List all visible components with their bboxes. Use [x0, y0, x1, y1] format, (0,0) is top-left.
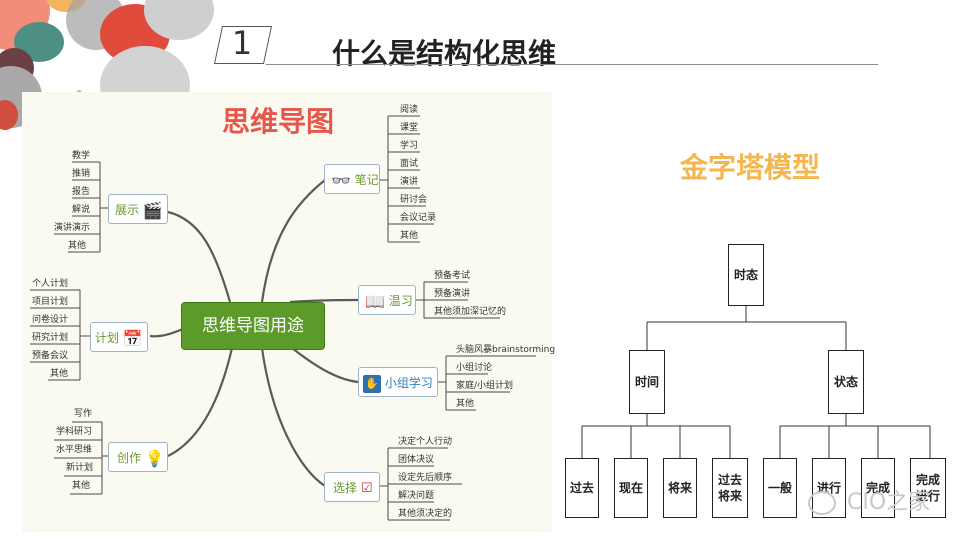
branch-label: 笔记	[354, 173, 379, 187]
leaf-item: 学习	[400, 141, 419, 151]
leaf-item: 课堂	[400, 123, 419, 133]
leaf-item: 团体决议	[398, 455, 435, 465]
leaf-item: 演讲演示	[54, 223, 91, 233]
branch-label: 计划	[95, 331, 120, 345]
leaf-item: 其他	[456, 399, 475, 409]
leaf-item: 演讲	[400, 177, 419, 187]
leaf-item: 家庭/小组计划	[456, 381, 514, 391]
book-icon: 📖	[365, 291, 385, 311]
pyramid-node-time: 时间	[629, 350, 665, 414]
leaf-item: 其他	[50, 369, 69, 379]
watermark-text: CIO之家	[847, 490, 931, 515]
leaf-item: 小组讨论	[456, 363, 493, 373]
leaf-item: 解决问题	[398, 491, 435, 501]
mindmap-title: 思维导图	[222, 105, 335, 138]
leaf-item: 设定先后顺序	[398, 473, 453, 483]
decor-circle	[0, 100, 18, 130]
watermark: CIO之家	[808, 484, 930, 516]
branch-label: 小组学习	[384, 376, 433, 390]
mindmap-center-node: 思维导图用途	[181, 302, 325, 350]
branch-label: 温习	[388, 294, 413, 308]
leaf-item: 其他	[400, 231, 419, 241]
leaf-item: 决定个人行动	[398, 437, 453, 447]
branch-node-display: 展示 🎬	[108, 194, 168, 224]
pyramid-node-state: 状态	[828, 350, 864, 414]
branch-label: 创作	[117, 451, 142, 465]
leaf-item: 其他	[72, 481, 91, 491]
leaf-item: 其他	[68, 241, 87, 251]
branch-node-choose: 选择 ☑	[324, 472, 380, 502]
section-number: 1	[231, 24, 253, 62]
leaf-item: 推销	[72, 169, 91, 179]
leaf-item: 其他须加深记忆的	[434, 307, 507, 317]
pyramid-leaf-node: 一般	[763, 458, 797, 518]
leaf-item: 研究计划	[32, 333, 69, 343]
branch-node-notes: 👓 笔记	[324, 164, 380, 194]
pyramid-leaf-node: 现在	[614, 458, 648, 518]
leaf-item: 新计划	[66, 463, 94, 473]
pyramid-leaf-node: 完成	[861, 458, 895, 518]
glasses-icon: 👓	[331, 170, 351, 190]
clapperboard-icon: 🎬	[142, 200, 163, 220]
wechat-icon	[808, 491, 836, 515]
pyramid-leaf-node: 将来	[663, 458, 697, 518]
leaf-item: 面试	[400, 159, 419, 169]
branch-node-plan: 计划 📅	[90, 322, 148, 352]
leaf-item: 学科研习	[56, 427, 93, 437]
branch-node-create: 创作 💡	[108, 442, 168, 472]
leaf-item: 个人计划	[32, 279, 69, 289]
title-divider	[266, 64, 878, 65]
pyramid-leaf-node: 过去	[565, 458, 599, 518]
branch-label: 选择	[333, 481, 358, 495]
leaf-item: 教学	[72, 151, 91, 161]
leaf-item: 研讨会	[400, 195, 428, 205]
branch-label: 展示	[115, 203, 140, 217]
leaf-item: 水平思维	[56, 445, 93, 455]
branch-node-group-study: ✋ 小组学习	[358, 367, 438, 397]
pyramid-leaf-node: 过去 将来	[712, 458, 748, 518]
leaf-item: 解说	[72, 205, 91, 215]
leaf-item: 项目计划	[32, 297, 69, 307]
leaf-item: 写作	[74, 409, 93, 419]
pyramid-leaf-node: 完成 进行	[910, 458, 946, 518]
leaf-item: 头脑风暴brainstorming	[456, 345, 556, 355]
leaf-item: 预备会议	[32, 351, 69, 361]
leaf-item: 会议记录	[400, 213, 437, 223]
checkbox-icon: ☑	[360, 480, 373, 496]
pyramid-title: 金字塔模型	[680, 151, 821, 184]
leaf-item: 报告	[72, 187, 91, 197]
lightbulb-icon: 💡	[144, 448, 165, 468]
leaf-item: 预备考试	[434, 271, 471, 281]
pyramid-root-node: 时态	[728, 244, 764, 306]
leaf-item: 问卷设计	[32, 315, 69, 325]
leaf-item: 其他须决定的	[398, 509, 453, 519]
leaf-item: 阅读	[400, 105, 419, 115]
group-icon: ✋	[363, 374, 381, 393]
calendar-icon: 📅	[122, 328, 143, 348]
branch-node-review: 📖 温习	[358, 285, 416, 315]
leaf-item: 预备演讲	[434, 289, 471, 299]
